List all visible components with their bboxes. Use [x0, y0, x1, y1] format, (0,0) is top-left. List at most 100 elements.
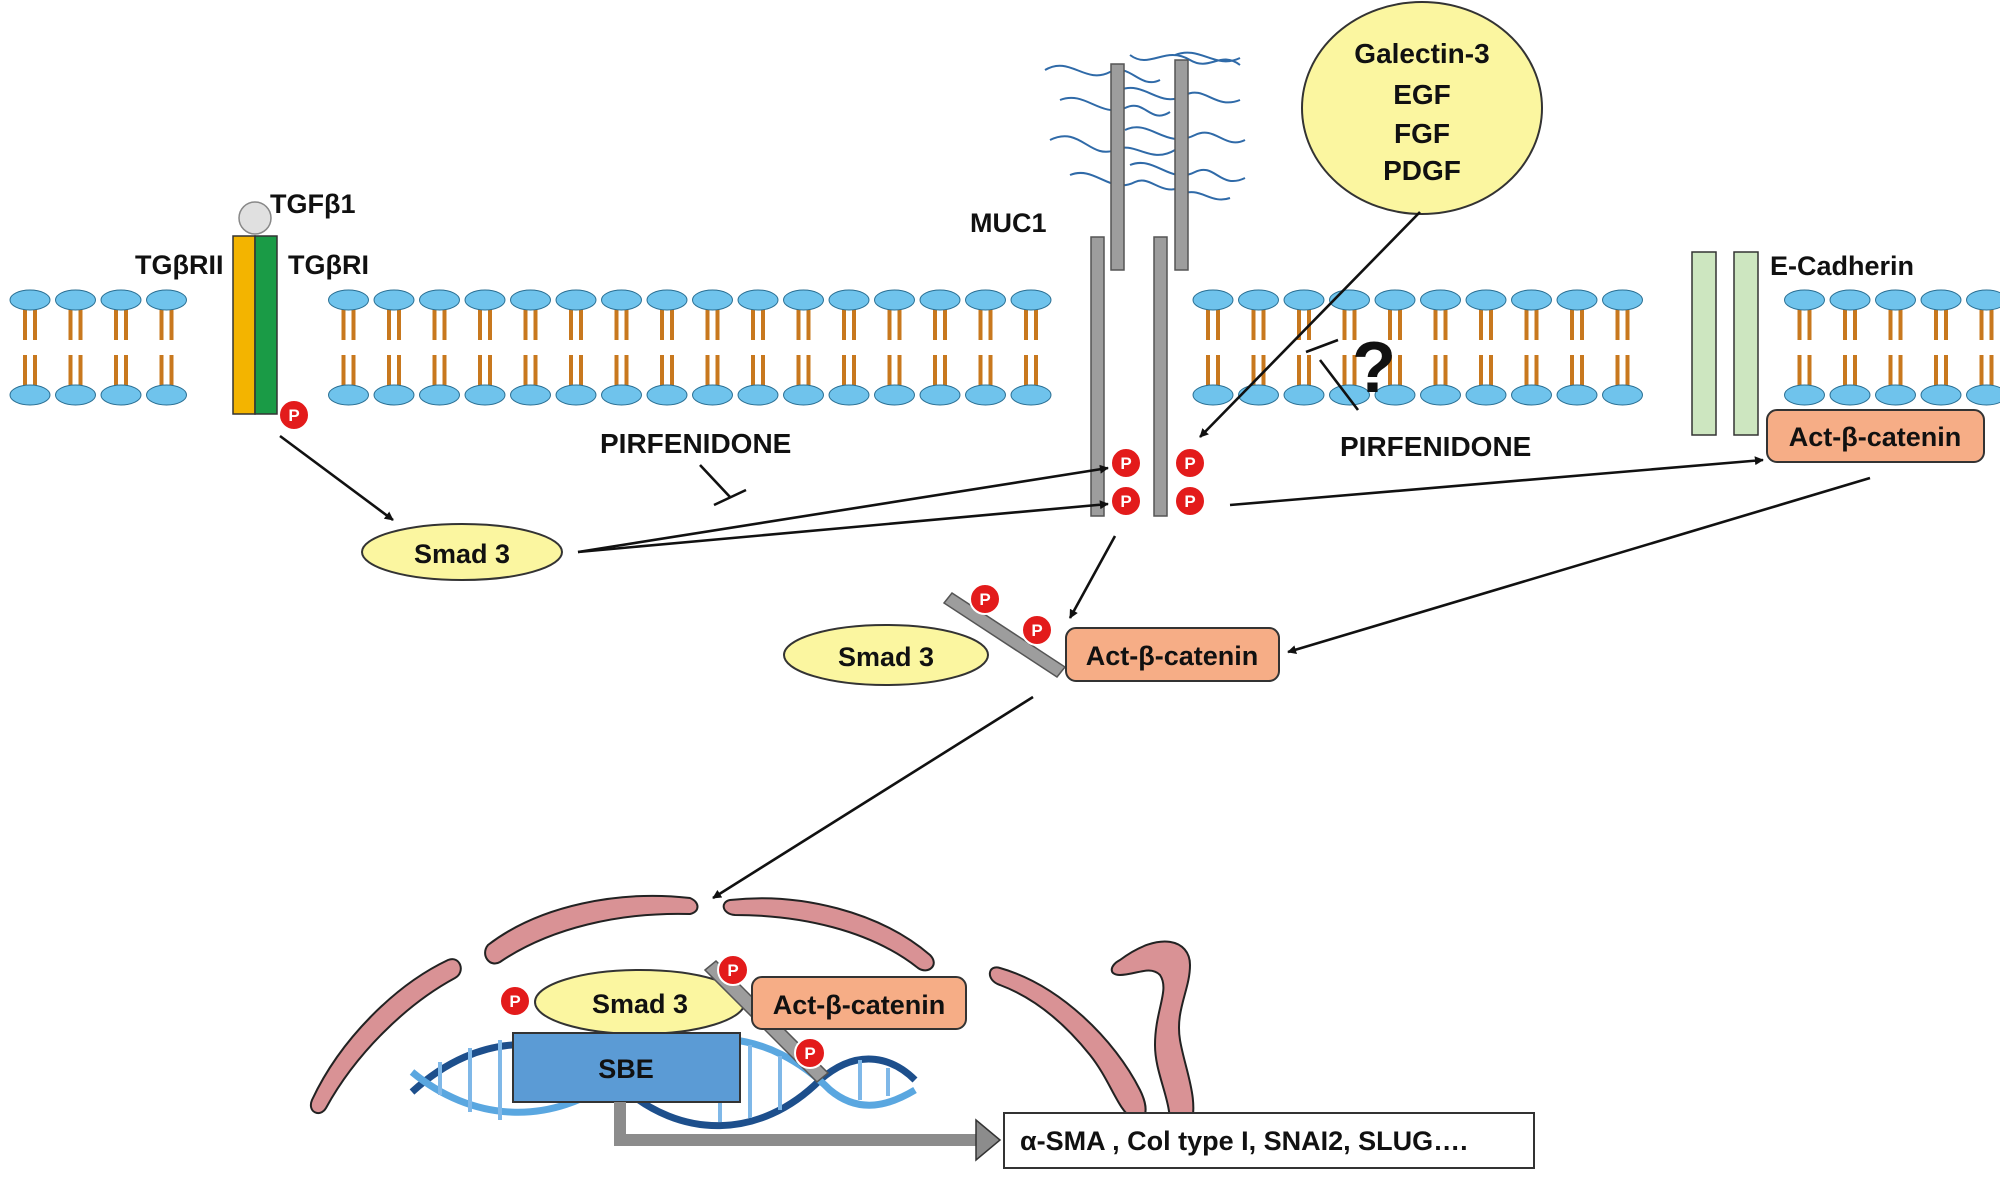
lipid-molecule — [1784, 289, 1825, 406]
nuclear-envelope-top-left — [484, 894, 699, 965]
sbe-label: SBE — [598, 1054, 654, 1084]
lipid-molecule — [1374, 289, 1416, 406]
pirfenidone-right: PIRFENIDONE — [1340, 431, 1531, 462]
pirfenidone-left: PIRFENIDONE — [600, 428, 791, 459]
svg-text:P: P — [1184, 454, 1195, 473]
nuclear-phospho-bottom: P — [794, 1037, 826, 1069]
arrow-smad3-to-muc1-lower — [577, 500, 1109, 554]
smad3-nuclear-label: Smad 3 — [592, 989, 688, 1019]
lipid-molecule — [419, 289, 460, 406]
muc1-bar-lower-left — [1090, 236, 1105, 517]
smad3-left-label: Smad 3 — [414, 539, 510, 569]
ligand-pdgf: PDGF — [1383, 155, 1461, 186]
question-mark: ? — [1352, 328, 1396, 408]
muc1-phospho-left-lower: P — [1110, 485, 1142, 517]
muc1-phospho-left-upper: P — [1110, 447, 1142, 479]
complex-phospho-bottom: P — [1021, 614, 1053, 646]
muc1-phospho-right-lower: P — [1174, 485, 1206, 517]
muc1-receptor — [1090, 59, 1189, 517]
lipid-molecule — [1829, 289, 1871, 406]
catenin-nuclear-label: Act-β-catenin — [773, 990, 946, 1020]
arrow-complex-to-nucleus — [712, 695, 1034, 900]
svg-text:P: P — [288, 406, 299, 425]
tgbri-label: TGβRI — [288, 250, 369, 280]
catenin-membrane-label: Act-β-catenin — [1789, 422, 1962, 452]
transcription-arrow — [614, 1102, 982, 1146]
lipid-molecule — [965, 289, 1006, 406]
nuclear-envelope-top-right — [722, 897, 935, 972]
arrow-receptor-to-smad3 — [279, 434, 394, 522]
growth-factor-ellipse — [1301, 1, 1543, 215]
tgbrii-label: TGβRII — [135, 250, 223, 280]
nuclear-phospho-top: P — [717, 954, 749, 986]
target-genes-label: α-SMA , Col type I, SNAI2, SLUG…. — [1020, 1126, 1468, 1156]
lipid-molecule — [646, 289, 688, 406]
svg-text:P: P — [1184, 492, 1195, 511]
sbe-box — [512, 1032, 741, 1103]
lipid-molecule — [55, 289, 96, 406]
lipid-molecule — [1192, 289, 1234, 406]
muc1-phospho-right-upper: P — [1174, 447, 1206, 479]
lipid-molecule — [874, 289, 915, 406]
lipid-molecule — [1875, 289, 1916, 406]
catenin-complex-box — [1065, 627, 1280, 682]
smad3-complex-label: Smad 3 — [838, 642, 934, 672]
ligand-fgf: FGF — [1394, 118, 1450, 149]
catenin-membrane-box — [1766, 409, 1985, 463]
lipid-molecule — [1602, 289, 1643, 406]
lipid-molecule — [692, 289, 733, 406]
smad3-left-ellipse — [361, 523, 563, 581]
endoplasmic-reticulum — [988, 940, 1195, 1143]
tgbri-receptor — [254, 235, 278, 415]
lipid-molecule — [1238, 289, 1279, 406]
muc1-label: MUC1 — [970, 208, 1047, 238]
lipid-molecule — [373, 289, 415, 406]
tgbrii-receptor — [232, 235, 256, 415]
lipid-molecule — [328, 289, 369, 406]
lipid-molecule — [1420, 289, 1461, 406]
complex-phospho-top: P — [969, 583, 1001, 615]
tgfb1-label: TGFβ1 — [270, 189, 355, 219]
muc1-glycan-chains — [1044, 51, 1246, 201]
lipid-molecule — [1920, 289, 1962, 406]
ligand-galectin3: Galectin-3 — [1354, 38, 1489, 69]
lipid-molecule — [1465, 289, 1507, 406]
lipid-molecule — [1010, 289, 1052, 406]
lipid-molecule — [1966, 289, 2000, 406]
lipid-molecule — [146, 289, 187, 406]
e-cadherin-bar-left — [1691, 251, 1717, 436]
dna-strand-dark — [409, 1041, 918, 1130]
target-genes-box — [1003, 1112, 1535, 1169]
arrow-smad3-to-muc1-upper — [577, 464, 1109, 554]
ligand-egf: EGF — [1393, 79, 1451, 110]
muc1-bar-upper-left — [1110, 63, 1125, 271]
tgbri-phospho: P — [278, 399, 310, 431]
svg-text:P: P — [1031, 621, 1042, 640]
lipid-molecule — [1511, 289, 1552, 406]
svg-text:P: P — [727, 961, 738, 980]
lipid-molecule — [601, 289, 642, 406]
arrow-catenin-to-complex — [1287, 476, 1871, 654]
e-cadherin-bar-right — [1733, 251, 1759, 436]
smad3-complex-ellipse — [783, 624, 989, 686]
svg-text:P: P — [1120, 492, 1131, 511]
svg-text:P: P — [509, 992, 520, 1011]
lipid-molecule — [919, 289, 961, 406]
inhibition-left-pirfenidone — [699, 464, 747, 507]
nuclear-envelope-left — [309, 958, 462, 1115]
catenin-complex-label: Act-β-catenin — [1086, 641, 1259, 671]
lipid-molecule — [1283, 289, 1325, 406]
muc1-bar-lower-right — [1153, 236, 1168, 517]
svg-text:P: P — [804, 1044, 815, 1063]
arrow-muc1-to-catenin — [1229, 456, 1764, 507]
lipid-molecule — [9, 289, 51, 406]
lipid-molecule — [555, 289, 597, 406]
e-cadherin-label: E-Cadherin — [1770, 251, 1914, 281]
svg-text:P: P — [1120, 454, 1131, 473]
tgfb-receptor-complex — [232, 201, 278, 415]
e-cadherin — [1691, 251, 1759, 436]
nuclear-phospho-left: P — [499, 985, 531, 1017]
arrow-ligand-to-muc1 — [1199, 211, 1421, 438]
svg-text:P: P — [979, 590, 990, 609]
